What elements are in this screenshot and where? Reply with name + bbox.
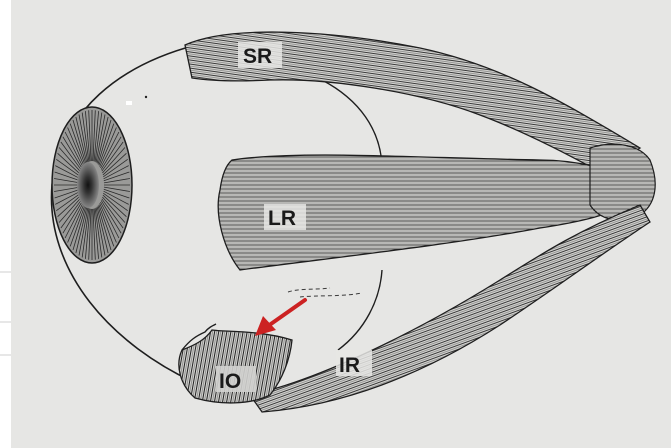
paper-speck — [126, 101, 132, 105]
label-lateral-rectus: LR — [268, 207, 296, 230]
label-inferior-rectus: IR — [339, 354, 360, 377]
iris — [52, 107, 132, 263]
paper-speck — [145, 96, 147, 98]
label-inferior-oblique: IO — [219, 370, 241, 393]
label-superior-rectus: SR — [243, 45, 272, 68]
pupil — [77, 162, 99, 208]
annulus-of-zinn — [590, 144, 655, 220]
